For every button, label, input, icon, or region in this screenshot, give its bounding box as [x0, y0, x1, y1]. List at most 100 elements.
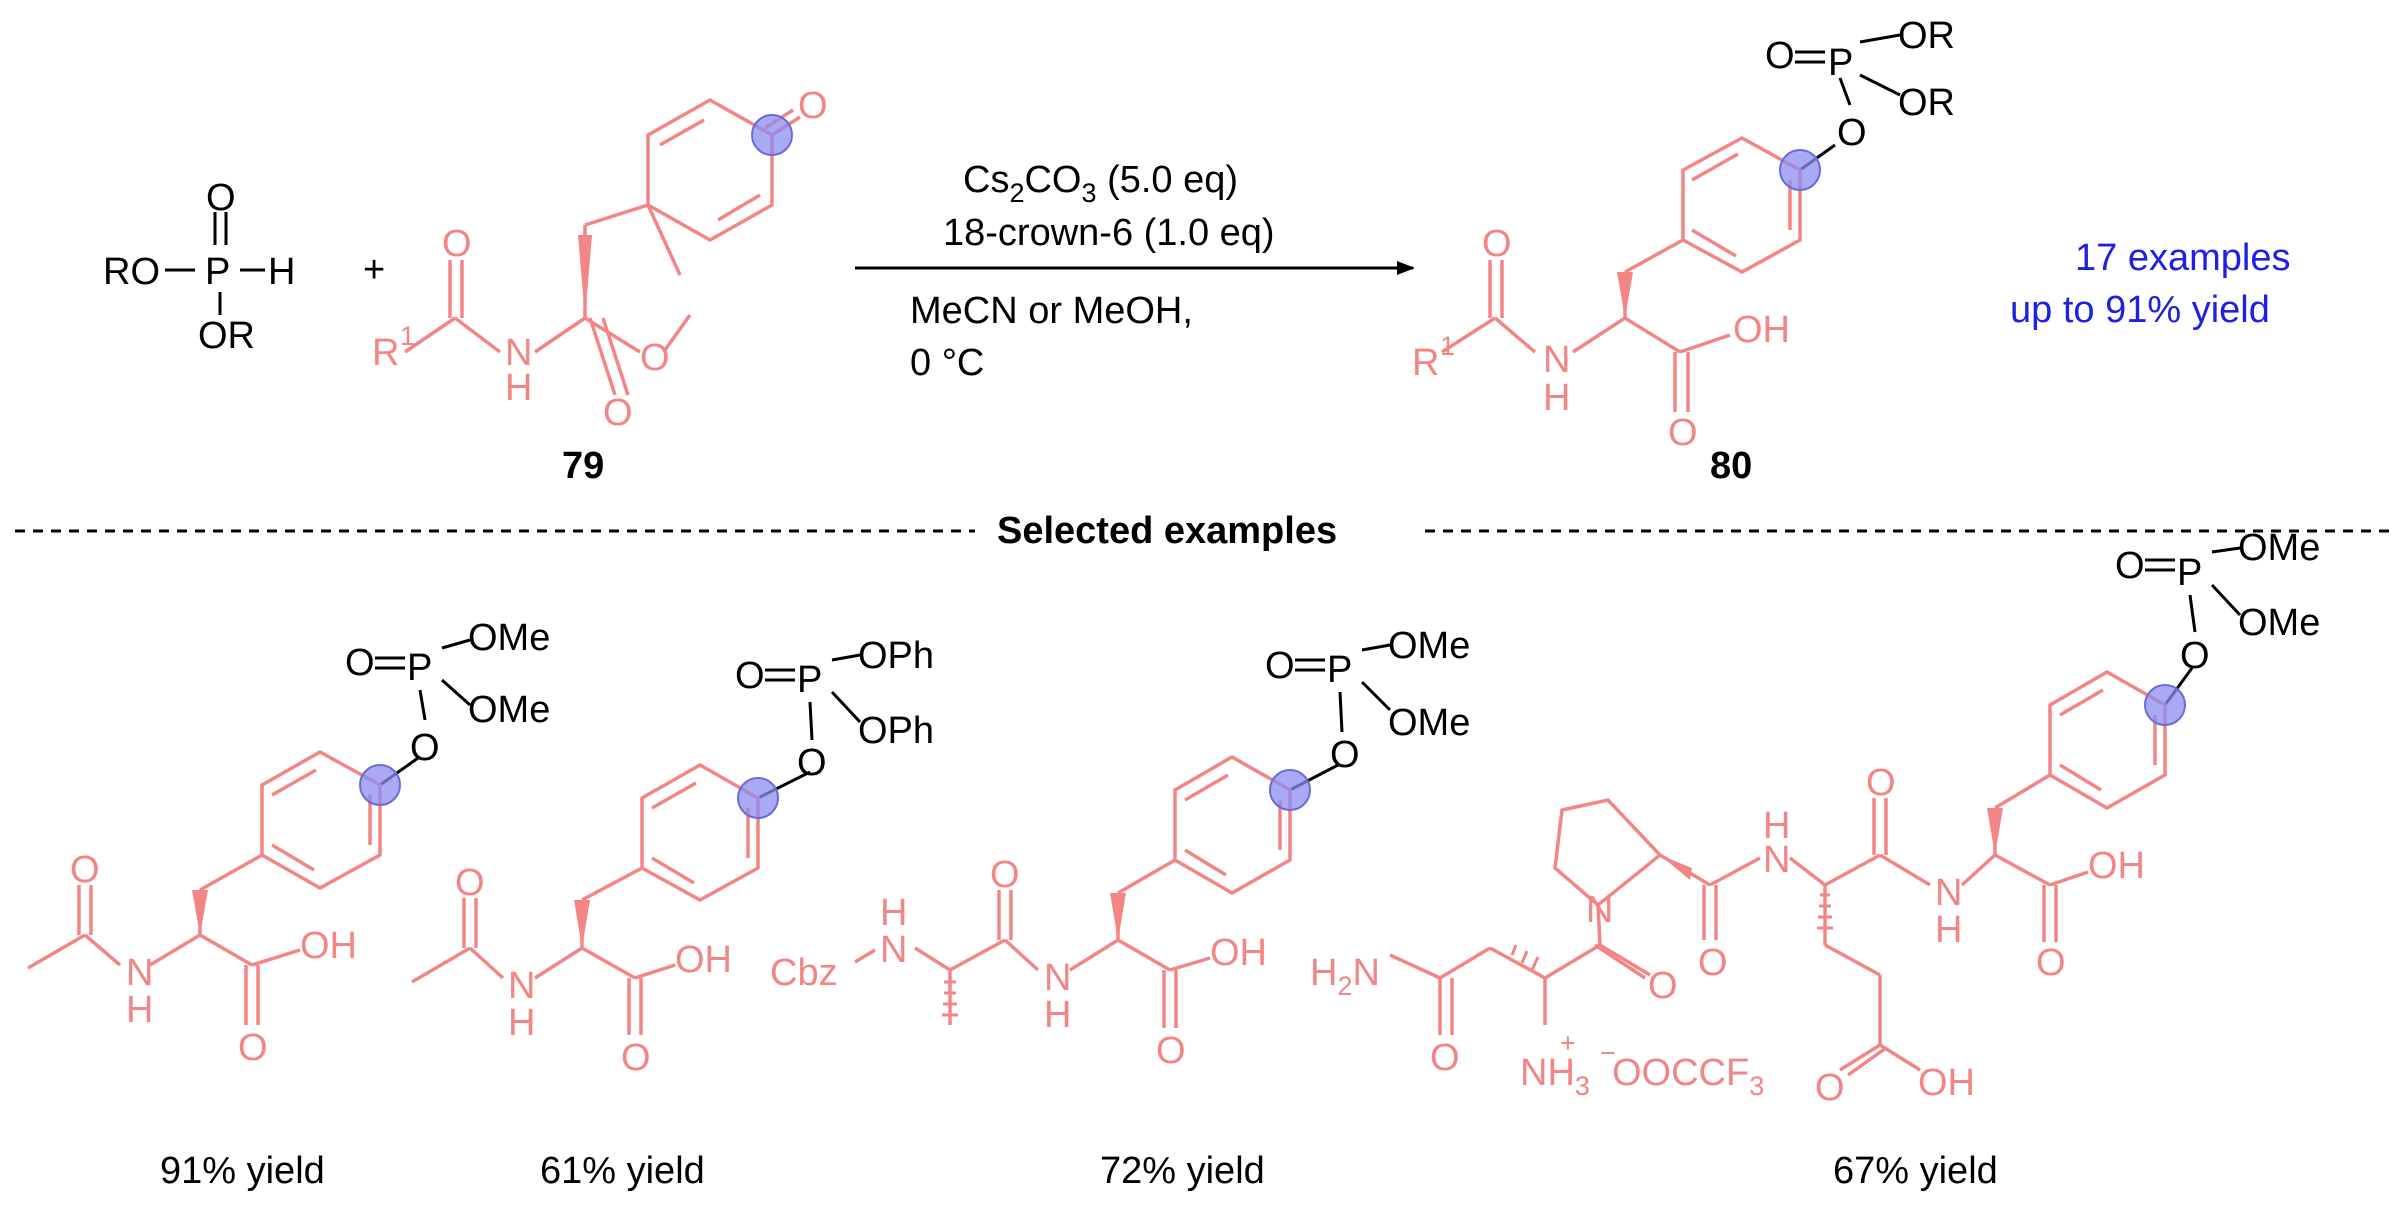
ex4-n-tyr: N	[1935, 872, 1962, 914]
highlight-carbon-ex2	[737, 777, 779, 819]
ex3-yield: 72% yield	[1100, 1150, 1265, 1192]
ex3-n1: N	[880, 929, 907, 971]
reagent-or: OR	[198, 315, 255, 357]
highlight-carbon-ex4	[2144, 684, 2186, 726]
ex1-o-amide: O	[70, 849, 100, 891]
ex3-sub-1: OMe	[1388, 625, 1470, 667]
ex4-sub-2: OMe	[2238, 602, 2320, 644]
ex4-minus-charge: −	[1600, 1038, 1616, 1068]
example-1-structure	[27, 638, 471, 1025]
condition-line-3: MeCN or MeOH,	[910, 290, 1193, 332]
c80-n: N	[1543, 339, 1570, 381]
ex4-tfa: OOCCF3	[1612, 1052, 1764, 1101]
ex3-h2: H	[1044, 994, 1071, 1036]
ex2-o-acid: O	[621, 1037, 651, 1079]
c79-r: R	[372, 332, 399, 374]
ex4-o-glu-co: O	[1866, 762, 1896, 804]
ex1-o-p: O	[345, 642, 375, 684]
c80-o-acid: O	[1668, 412, 1698, 454]
ex4-oh: OH	[2088, 845, 2145, 887]
divider-label: Selected examples	[997, 510, 1337, 552]
compound-80-label: 80	[1710, 445, 1752, 487]
ex2-n: N	[508, 965, 535, 1007]
compound-79-label: 79	[562, 445, 604, 487]
c79-n: N	[505, 332, 532, 374]
ex1-n: N	[126, 952, 153, 994]
c80-or-2: OR	[1898, 82, 1955, 124]
ex3-o-acid: O	[1156, 1030, 1186, 1072]
ex4-o-glu-acid: O	[1815, 1067, 1845, 1109]
dialkyl-phosphite-reagent	[165, 212, 265, 315]
ex1-o-aryl: O	[410, 727, 440, 769]
ex4-h-tyr: H	[1935, 909, 1962, 951]
reagent-p: P	[205, 251, 230, 293]
c79-h: H	[505, 367, 532, 409]
ex2-sub-1: OPh	[858, 635, 934, 677]
c80-or-1: OR	[1898, 15, 1955, 57]
ex4-o-aryl: O	[2180, 635, 2210, 677]
ex4-n-pro: N	[1586, 889, 1613, 931]
ex2-o-aryl: O	[797, 742, 827, 784]
ex1-sub-2: OMe	[468, 689, 550, 731]
ex3-oh: OH	[1210, 932, 1267, 974]
c79-r-sup: 1	[400, 321, 415, 351]
condition-line-4: 0 °C	[910, 342, 984, 384]
reagent-h: H	[268, 251, 295, 293]
ex1-oh: OH	[300, 925, 357, 967]
ex4-plus-charge: +	[1560, 1028, 1576, 1058]
ex3-sub-2: OMe	[1388, 702, 1470, 744]
c79-o-amide: O	[442, 223, 472, 265]
ex4-o-pro-amide: O	[1648, 965, 1678, 1007]
example-3-structure	[854, 643, 1392, 1028]
ex4-n-glu: N	[1763, 839, 1790, 881]
compound-80-structure	[1795, 33, 1901, 172]
ex2-h: H	[508, 1002, 535, 1044]
summary-yield: up to 91% yield	[2010, 289, 2270, 331]
ex3-h1: H	[880, 892, 907, 934]
example-4-structure	[1389, 546, 2242, 1077]
ex3-o-amide: O	[990, 854, 1020, 896]
ex2-p: P	[797, 659, 822, 701]
c79-o-ring: O	[640, 337, 670, 379]
ex3-n2: N	[1044, 957, 1071, 999]
summary-examples: 17 examples	[2075, 237, 2290, 279]
c80-o-double: O	[1765, 35, 1795, 77]
ex2-oh: OH	[675, 939, 732, 981]
ex4-o-asn-co: O	[1698, 942, 1728, 984]
example-2-structure	[411, 653, 862, 1035]
ex4-o-asn-side: O	[1430, 1037, 1460, 1079]
reagent-ro: RO	[103, 251, 160, 293]
ex1-p: P	[407, 647, 432, 689]
plus-sign: +	[363, 249, 385, 291]
ex1-o-acid: O	[238, 1027, 268, 1069]
ex2-yield: 61% yield	[540, 1150, 705, 1192]
ex4-o-p: O	[2115, 545, 2145, 587]
wedge-bond-80	[1617, 272, 1633, 318]
ex2-sub-2: OPh	[858, 710, 934, 752]
ex1-sub-1: OMe	[468, 617, 550, 659]
highlight-carbon-79	[751, 114, 793, 156]
ex4-h2n: H2N	[1310, 952, 1380, 1001]
c79-o-ketone: O	[798, 85, 828, 127]
reagent-o-top: O	[206, 177, 236, 219]
condition-line-1: Cs2CO3 (5.0 eq)	[963, 159, 1238, 208]
condition-line-2: 18-crown-6 (1.0 eq)	[943, 212, 1275, 254]
hash-bond-ex3	[942, 980, 958, 1017]
ex4-nh3: NH3	[1520, 1052, 1590, 1101]
c80-p: P	[1828, 42, 1853, 84]
ex1-h: H	[126, 989, 153, 1031]
highlight-carbon-ex3	[1269, 769, 1311, 811]
ex2-o-amide: O	[455, 862, 485, 904]
ex1-yield: 91% yield	[160, 1150, 325, 1192]
ex3-cbz: Cbz	[770, 952, 838, 994]
ex3-o-p: O	[1265, 645, 1295, 687]
c79-o-lactone: O	[603, 392, 633, 434]
ex4-h-glu: H	[1763, 805, 1790, 847]
c80-r-sup: 1	[1440, 331, 1455, 361]
ex4-o-acid: O	[2036, 942, 2066, 984]
c80-o-amide: O	[1482, 223, 1512, 265]
c80-r: R	[1412, 342, 1439, 384]
ex3-p: P	[1327, 649, 1352, 691]
c80-o-aryl: O	[1837, 112, 1867, 154]
